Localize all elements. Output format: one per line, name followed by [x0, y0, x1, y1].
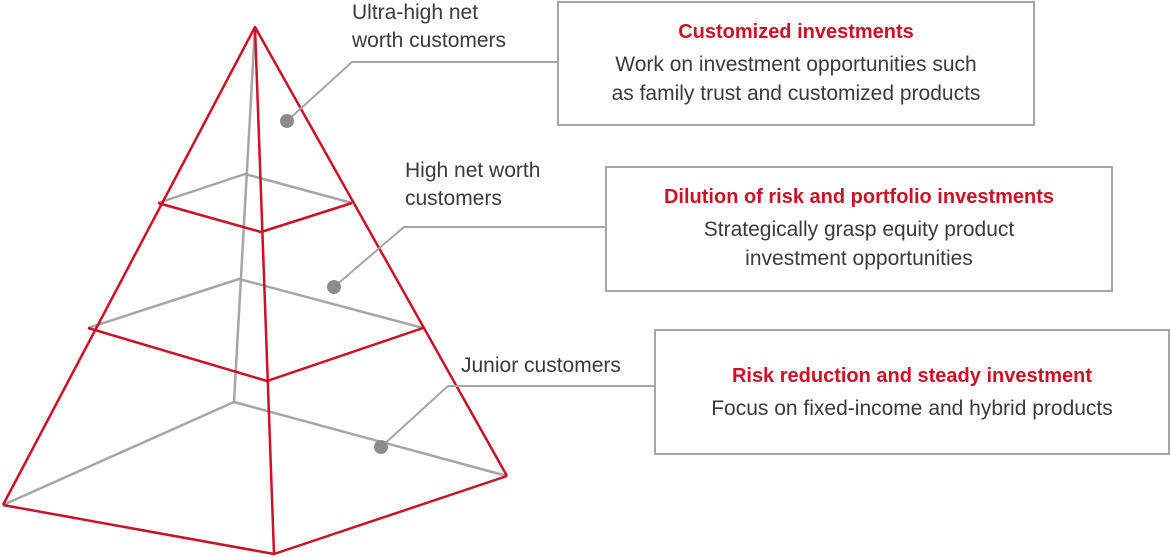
- description-line: Work on investment opportunities such: [615, 53, 977, 76]
- tier-label-line: worth customers: [352, 29, 507, 52]
- description-line: Focus on fixed-income and hybrid product…: [711, 397, 1113, 420]
- pyramid-back-edges: [2, 26, 508, 507]
- middle-tier-front-edges: [87, 326, 424, 383]
- leader-line-ultra-high: [286, 61, 558, 122]
- leader-line-junior: [380, 385, 655, 448]
- info-box-title: Dilution of risk and portfolio investmen…: [663, 186, 1055, 208]
- description-line: Strategically grasp equity product: [703, 218, 1015, 241]
- top-tier-front-edges: [157, 201, 353, 234]
- tier-dot-junior: [374, 440, 388, 454]
- tier-dot-high: [327, 280, 341, 294]
- tier-label-junior: Junior customers: [461, 352, 621, 380]
- info-box-customized-investments: Customized investments Work on investmen…: [557, 1, 1035, 126]
- info-box-dilution-of-risk: Dilution of risk and portfolio investmen…: [605, 166, 1113, 292]
- tier-label-high: High net worth customers: [405, 157, 540, 213]
- leader-line-high: [333, 226, 606, 288]
- tier-dots: [280, 114, 388, 454]
- pyramid-front-edges: [1, 25, 509, 556]
- middle-tier-back-edges: [87, 277, 424, 330]
- tier-label-line: Ultra-high net: [352, 1, 479, 24]
- description-line: investment opportunities: [745, 247, 973, 270]
- tier-dot-ultra-high: [280, 114, 294, 128]
- tier-label-line: customers: [405, 187, 502, 210]
- base-front-edges: [2, 474, 508, 556]
- leader-lines: [286, 61, 655, 448]
- description-line: as family trust and customized products: [611, 82, 981, 105]
- tier-label-line: Junior customers: [461, 354, 621, 377]
- info-box-description: Focus on fixed-income and hybrid product…: [656, 394, 1168, 423]
- left-face-edge: [1, 25, 509, 506]
- base-back-edges: [2, 400, 508, 507]
- front-edge: [253, 26, 276, 555]
- info-box-title: Customized investments: [678, 21, 914, 43]
- top-tier-back-edges: [157, 172, 353, 205]
- info-box-description: Strategically grasp equity product inves…: [607, 215, 1111, 273]
- back-edge: [232, 26, 257, 403]
- tier-label-ultra-high: Ultra-high net worth customers: [352, 0, 506, 55]
- info-box-risk-reduction: Risk reduction and steady investment Foc…: [654, 329, 1170, 455]
- info-box-title: Risk reduction and steady investment: [731, 365, 1093, 387]
- info-box-description: Work on investment opportunities such as…: [559, 50, 1033, 108]
- tier-label-line: High net worth: [405, 159, 541, 182]
